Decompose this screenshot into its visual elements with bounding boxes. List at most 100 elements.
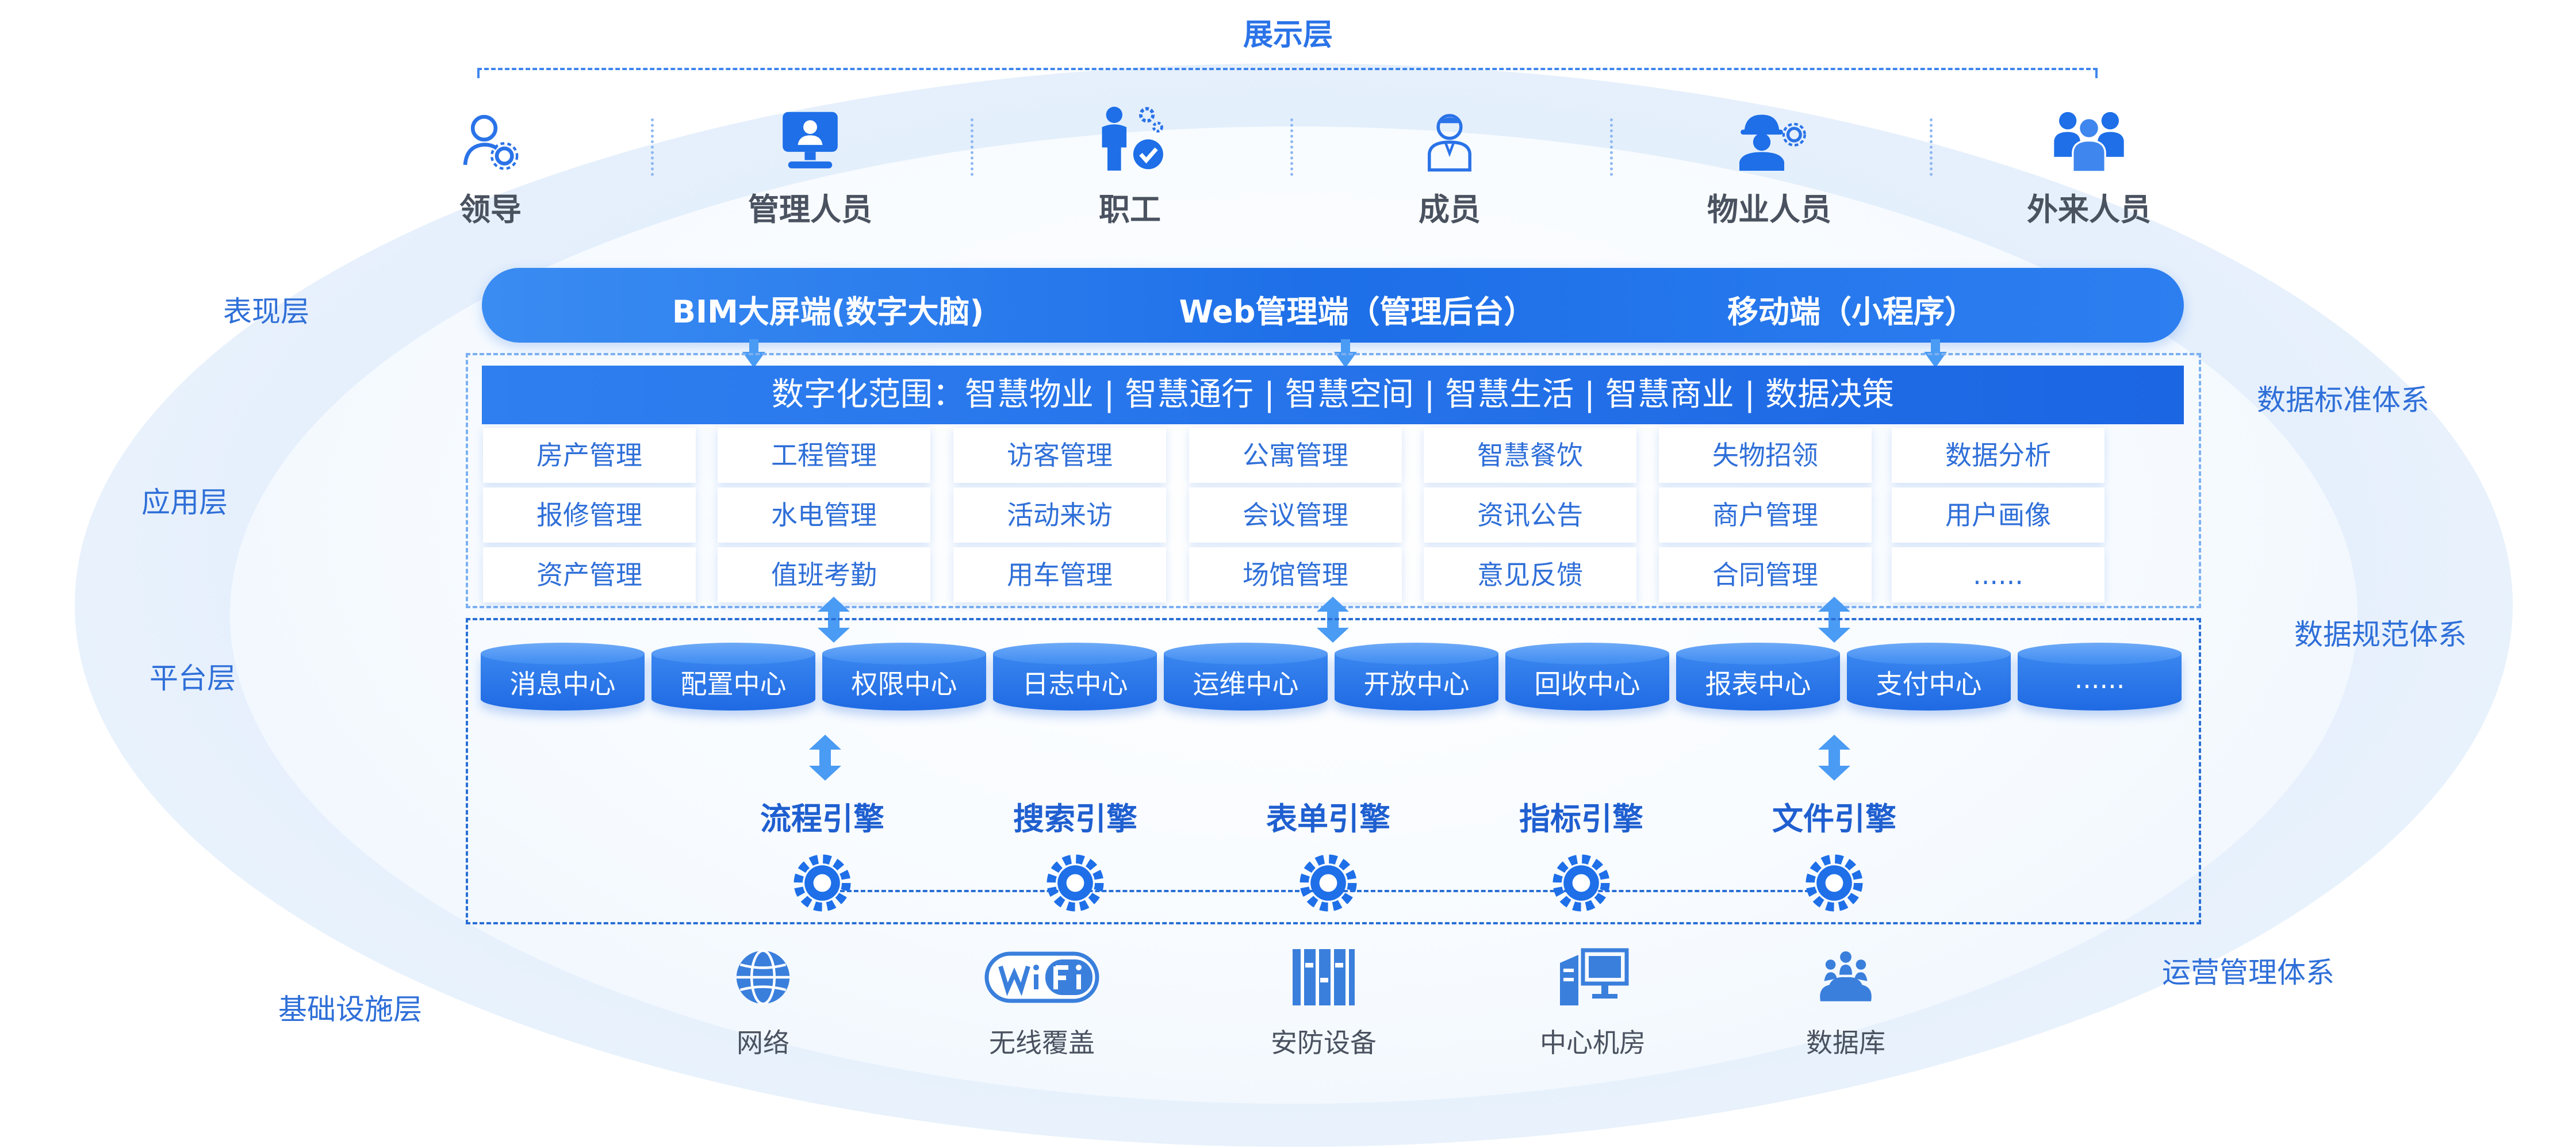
display-layer-bracket — [477, 68, 2098, 78]
terminal-web[interactable]: Web管理端（管理后台） — [1179, 294, 1535, 330]
center-label: 日志中心 — [1022, 669, 1128, 700]
app-module[interactable]: 活动来访 — [953, 487, 1166, 543]
globe-icon — [736, 949, 790, 1005]
role-leader: 领导 — [381, 103, 600, 229]
engine-label: 搜索引擎 — [1013, 801, 1137, 837]
divider — [1290, 118, 1293, 176]
app-module[interactable]: 意见反馈 — [1424, 547, 1636, 602]
server-room-icon — [1560, 948, 1629, 1005]
staff-icon — [1102, 106, 1163, 171]
platform-layer-label: 平台层 — [150, 662, 236, 695]
center-label: ...... — [2074, 663, 2125, 694]
infra-label: 网络 — [737, 1027, 789, 1058]
infra-label: 中心机房 — [1540, 1027, 1646, 1058]
center-label: 回收中心 — [1534, 669, 1640, 700]
engine[interactable]: 文件引擎 — [1748, 793, 1920, 915]
role-label: 管理人员 — [748, 191, 872, 228]
database-icon — [1820, 951, 1872, 1001]
app-module[interactable]: 会议管理 — [1189, 487, 1402, 543]
member-icon — [1428, 114, 1471, 172]
app-module[interactable]: ...... — [1892, 547, 2104, 602]
digital-scope-banner: 数字化范围：智慧物业 | 智慧通行 | 智慧空间 | 智慧生活 | 智慧商业 |… — [482, 366, 2184, 424]
engine[interactable]: 表单引擎 — [1242, 793, 1414, 915]
platform-center[interactable]: 开放中心 — [1335, 643, 1498, 717]
center-label: 消息中心 — [509, 669, 616, 700]
platform-center[interactable]: 支付中心 — [1847, 643, 2011, 717]
app-module[interactable]: 合同管理 — [1659, 547, 1872, 602]
app-column: 房产管理 报修管理 资产管理 — [483, 428, 696, 607]
role-label: 领导 — [459, 191, 522, 228]
app-module[interactable]: 房产管理 — [483, 428, 696, 483]
app-module[interactable]: 水电管理 — [718, 487, 930, 543]
gear-icon — [1805, 854, 1863, 912]
engine-label: 表单引擎 — [1266, 801, 1390, 837]
app-module[interactable]: 值班考勤 — [718, 547, 930, 602]
terminal-mobile[interactable]: 移动端（小程序） — [1727, 294, 1976, 330]
gear-icon — [1552, 854, 1610, 912]
terminal-bim[interactable]: BIM大屏端(数字大脑) — [672, 294, 984, 330]
app-module[interactable]: 用户画像 — [1892, 487, 2104, 543]
engine[interactable]: 搜索引擎 — [989, 793, 1162, 915]
bidirectional-arrow-icon — [809, 735, 841, 781]
bidirectional-arrow-icon — [1818, 735, 1850, 781]
engine[interactable]: 流程引擎 — [736, 793, 908, 915]
infra-item: 中心机房 — [1506, 943, 1679, 1060]
platform-center[interactable]: 消息中心 — [481, 643, 645, 717]
app-module[interactable]: 失物招领 — [1659, 428, 1872, 483]
app-column: 数据分析 用户画像 ...... — [1892, 428, 2104, 607]
platform-center[interactable]: 日志中心 — [993, 643, 1157, 717]
platform-center[interactable]: 配置中心 — [651, 643, 815, 717]
engine[interactable]: 指标引擎 — [1495, 793, 1667, 915]
wifi-icon — [984, 951, 1099, 1003]
infra-label: 数据库 — [1806, 1027, 1885, 1058]
app-column: 公寓管理 会议管理 场馆管理 — [1189, 428, 1402, 607]
manager-icon — [783, 112, 838, 168]
app-column: 失物招领 商户管理 合同管理 — [1659, 428, 1872, 607]
center-label: 配置中心 — [680, 669, 787, 700]
role-label: 外来人员 — [2027, 191, 2151, 228]
gear-icon — [1300, 854, 1357, 912]
app-module[interactable]: 报修管理 — [483, 487, 696, 543]
infra-item: 无线覆盖 — [956, 943, 1128, 1060]
role-manager: 管理人员 — [701, 103, 919, 229]
divider — [1930, 118, 1933, 176]
data-spec-system-label: 数据规范体系 — [2294, 618, 2467, 651]
center-label: 开放中心 — [1363, 669, 1470, 700]
role-member: 成员 — [1340, 103, 1559, 229]
app-module[interactable]: 资产管理 — [483, 547, 696, 602]
engine-label: 指标引擎 — [1519, 801, 1643, 837]
app-module[interactable]: 场馆管理 — [1189, 547, 1402, 602]
platform-center[interactable]: 报表中心 — [1676, 643, 1840, 717]
infra-label: 无线覆盖 — [989, 1027, 1095, 1058]
terminal-bar — [482, 268, 2184, 343]
app-module[interactable]: 用车管理 — [953, 547, 1166, 602]
presentation-layer-label: 表现层 — [223, 295, 309, 328]
app-module[interactable]: 智慧餐饮 — [1424, 428, 1636, 483]
app-module[interactable]: 公寓管理 — [1189, 428, 1402, 483]
center-label: 权限中心 — [851, 669, 957, 700]
data-standard-system-label: 数据标准体系 — [2257, 383, 2429, 417]
role-staff: 职工 — [1021, 103, 1239, 229]
role-label: 职工 — [1099, 191, 1161, 228]
app-module[interactable]: 访客管理 — [953, 428, 1166, 483]
operations-system-label: 运营管理体系 — [2162, 956, 2334, 989]
app-module[interactable]: 数据分析 — [1892, 428, 2104, 483]
platform-center[interactable]: 权限中心 — [822, 643, 986, 717]
center-label: 运维中心 — [1193, 669, 1299, 700]
gear-icon — [1046, 854, 1104, 912]
app-module[interactable]: 资讯公告 — [1424, 487, 1636, 543]
leader-icon — [463, 114, 519, 170]
infrastructure-layer-label: 基础设施层 — [278, 993, 422, 1026]
infra-item: 数据库 — [1759, 943, 1932, 1060]
platform-center[interactable]: 运维中心 — [1164, 643, 1328, 717]
platform-center[interactable]: 回收中心 — [1505, 643, 1669, 717]
center-label: 支付中心 — [1876, 669, 1982, 700]
display-layer-title: 展示层 — [1243, 18, 1333, 52]
engine-label: 文件引擎 — [1772, 801, 1896, 837]
visitors-icon — [2054, 112, 2124, 172]
divider — [1610, 118, 1613, 176]
property-staff-icon — [1739, 114, 1806, 171]
platform-center[interactable]: ...... — [2018, 643, 2182, 717]
app-module[interactable]: 商户管理 — [1659, 487, 1872, 543]
app-module[interactable]: 工程管理 — [718, 428, 930, 483]
